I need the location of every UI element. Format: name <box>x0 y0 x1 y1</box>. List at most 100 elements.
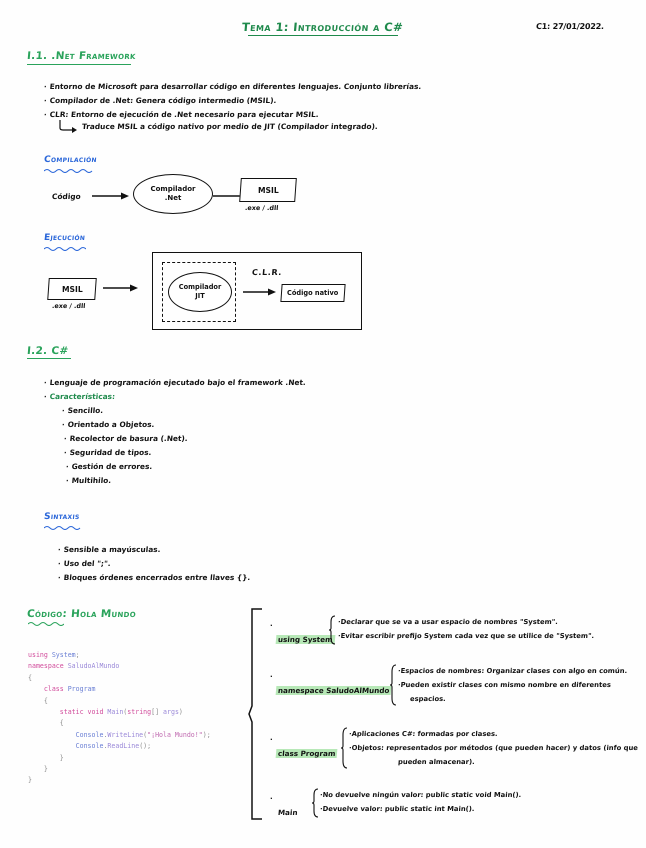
arrow-icon <box>243 288 277 296</box>
code-token: System <box>51 651 76 659</box>
annotation-dot: · <box>270 622 273 630</box>
list-item: ·Lenguaje de programación ejecutado bajo… <box>44 378 307 387</box>
code-line: { <box>28 673 211 684</box>
annotation-note-text: Evitar escribir prefijo System cada vez … <box>340 632 595 640</box>
node-line-1: Compilador <box>150 184 196 193</box>
diagram-output-msil-sub: .exe / .dll <box>244 204 279 212</box>
hook-arrow-icon <box>58 118 80 137</box>
list-item: ·Multihilo. <box>66 476 112 485</box>
annotation-note: ·Objetos: representados por métodos (que… <box>349 744 638 752</box>
output-label: MSIL <box>257 185 279 195</box>
list-item-text: Compilador de .Net: Genera código interm… <box>49 96 277 105</box>
diagram-input-msil: MSIL <box>47 278 97 300</box>
list-item: ·Orientado a Objetos. <box>62 420 155 429</box>
list-item-text: CLR: Entorno de ejecución de .Net necesa… <box>49 110 320 119</box>
bullet-dot: · <box>65 463 69 471</box>
annotation-brace <box>311 788 319 818</box>
arrow-icon <box>92 192 130 200</box>
annotation-note-cont: espacios. <box>409 695 447 703</box>
bullet-dot: · <box>43 393 47 401</box>
code-token: Console <box>28 742 104 751</box>
diagram-dashed-region-jit <box>162 262 236 322</box>
class-date: C1: 27/01/2022. <box>535 22 605 31</box>
code-token: Console <box>28 730 104 739</box>
squiggle-underline <box>44 525 82 530</box>
code-line: } <box>28 775 211 786</box>
list-item-text: Características: <box>49 392 116 401</box>
annotation-row-using: using System <box>275 627 335 646</box>
list-item: ·Sencillo. <box>62 406 104 415</box>
code-token: static void <box>28 708 108 717</box>
diagram-heading-compilacion: Compilación <box>43 155 98 165</box>
list-item-text: Entorno de Microsoft para desarrollar có… <box>49 82 422 91</box>
annotation-brace <box>389 664 397 706</box>
code-token: ( <box>143 730 148 739</box>
annotation-row-class: class Program <box>275 741 338 760</box>
annotation-dot: · <box>270 795 273 803</box>
code-token: string <box>127 708 152 717</box>
annotation-key: namespace SaludoAlMundo <box>275 686 392 695</box>
bullet-dot: · <box>61 407 65 415</box>
code-token: { <box>28 719 64 728</box>
bullet-dot: · <box>57 560 61 568</box>
diagram-output-codigo-nativo: Código nativo <box>280 284 346 302</box>
annotation-note: ·Evitar escribir prefijo System cada vez… <box>338 632 595 640</box>
code-line: { <box>28 696 211 707</box>
squiggle-underline <box>28 621 64 626</box>
diagram-output-msil: MSIL <box>239 178 297 202</box>
diagram-container-clr <box>152 252 362 330</box>
list-item: ·Uso del ";". <box>58 559 111 568</box>
code-token: Program <box>67 685 96 694</box>
section-heading-net-framework: I.1. .Net Framework <box>26 50 137 62</box>
code-token: namespace <box>28 662 68 671</box>
list-item-text: Gestión de errores. <box>71 462 153 471</box>
diagram-node-compilador-jit: Compilador JIT <box>168 272 232 312</box>
list-item-text: Uso del ";". <box>63 559 112 568</box>
bullet-dot: · <box>43 83 47 91</box>
code-token: class <box>28 685 68 694</box>
section-heading-csharp: I.2. C# <box>26 345 69 357</box>
code-token: } <box>28 753 64 762</box>
code-token: Main <box>107 708 124 717</box>
code-token: } <box>28 765 48 774</box>
annotation-note: ·Espacios de nombres: Organizar clases c… <box>398 667 628 675</box>
code-token: ); <box>202 730 211 739</box>
page-title-text: Tema 1: Introducción a C# <box>241 20 405 34</box>
code-token: using <box>28 651 52 659</box>
annotation-note-cont: pueden almacenar). <box>397 758 475 766</box>
diagram-heading-ejecucion: Ejecución <box>43 233 86 243</box>
diagram-input-codigo: Código <box>51 192 82 201</box>
node-line-2: JIT <box>195 292 205 300</box>
diagram-node-compilador-net: Compilador .Net <box>133 174 213 214</box>
annotation-note: ·No devuelve ningún valor: public static… <box>320 791 522 799</box>
list-item: ·Recolector de basura (.Net). <box>64 434 189 443</box>
annotation-note-text: Aplicaciones C#: formadas por clases. <box>351 730 498 738</box>
bullet-dot: · <box>63 449 67 457</box>
annotation-note-text: Espacios de nombres: Organizar clases co… <box>400 667 628 675</box>
bullet-dot: · <box>43 97 47 105</box>
code-line: } <box>28 764 211 775</box>
annotation-note: ·Aplicaciones C#: formadas por clases. <box>349 730 498 738</box>
list-item-text: Orientado a Objetos. <box>67 420 155 429</box>
bullet-dot: · <box>57 574 61 582</box>
annotation-key: Main <box>277 808 298 817</box>
annotation-key: class Program <box>275 749 338 758</box>
node-line-1: Compilador <box>178 283 222 292</box>
arrow-icon <box>103 284 139 292</box>
code-token: . <box>103 742 108 751</box>
code-token: { <box>28 696 48 705</box>
bullet-dot: · <box>63 435 67 443</box>
annotation-row-main: Main <box>276 800 300 819</box>
sub-note-text: Traduce MSIL a código nativo por medio d… <box>81 122 379 131</box>
title-underline <box>248 35 398 36</box>
bullet-dot: · <box>43 111 47 119</box>
diagram-input-msil-sub: .exe / .dll <box>51 302 86 310</box>
code-token: "¡Hola Mundo!" <box>147 730 203 739</box>
code-token: ; <box>75 651 80 659</box>
code-token: . <box>103 730 108 739</box>
annotation-note-text: Objetos: representados por métodos (que … <box>351 744 639 752</box>
list-item-text: Recolector de basura (.Net). <box>69 434 189 443</box>
annotation-note-text: Pueden existir clases con mismo nombre e… <box>400 681 612 689</box>
code-token: WriteLine <box>107 730 144 739</box>
